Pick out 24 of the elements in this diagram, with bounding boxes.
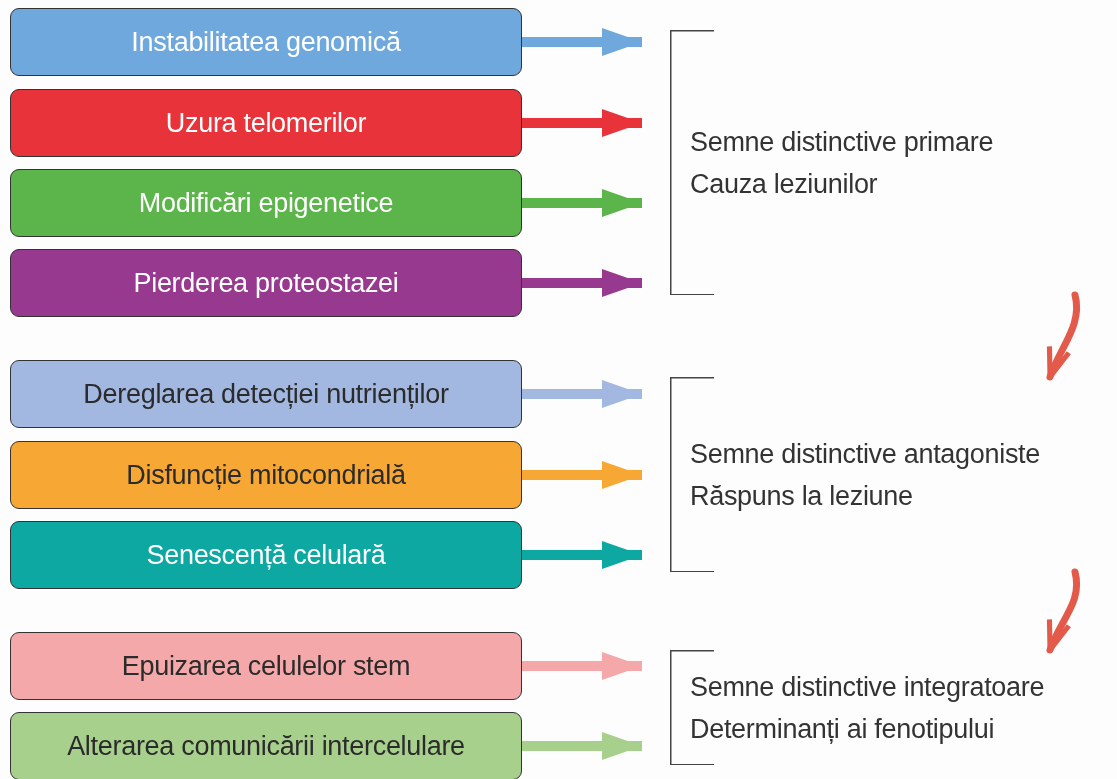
arrow <box>522 189 642 217</box>
category-box: Instabilitatea genomică <box>10 8 522 76</box>
group-subtitle: Determinanți ai fenotipului <box>690 712 996 746</box>
arrow <box>522 269 642 297</box>
arrow <box>522 380 642 408</box>
category-box: Uzura telomerilor <box>10 89 522 157</box>
category-box: Disfuncție mitocondrială <box>10 441 522 509</box>
category-box: Alterarea comunicării intercelulare <box>10 712 522 779</box>
arrow <box>522 652 642 680</box>
category-box: Epuizarea celulelor stem <box>10 632 522 700</box>
group-heading: Semne distinctive integratoare <box>690 670 1046 704</box>
arrow <box>522 461 642 489</box>
group-heading: Semne distinctive primare <box>690 125 995 159</box>
category-box: Modificări epigenetice <box>10 169 522 237</box>
arrow <box>522 109 642 137</box>
group-heading: Semne distinctive antagoniste <box>690 437 1041 471</box>
group-subtitle: Răspuns la leziune <box>690 479 914 513</box>
group-subtitle: Cauza leziunilor <box>690 167 879 201</box>
arrow <box>522 732 642 760</box>
arrow <box>522 541 642 569</box>
arrow <box>522 28 642 56</box>
category-box: Pierderea proteostazei <box>10 249 522 317</box>
category-box: Senescență celulară <box>10 521 522 589</box>
category-box: Dereglarea detecției nutrienților <box>10 360 522 428</box>
